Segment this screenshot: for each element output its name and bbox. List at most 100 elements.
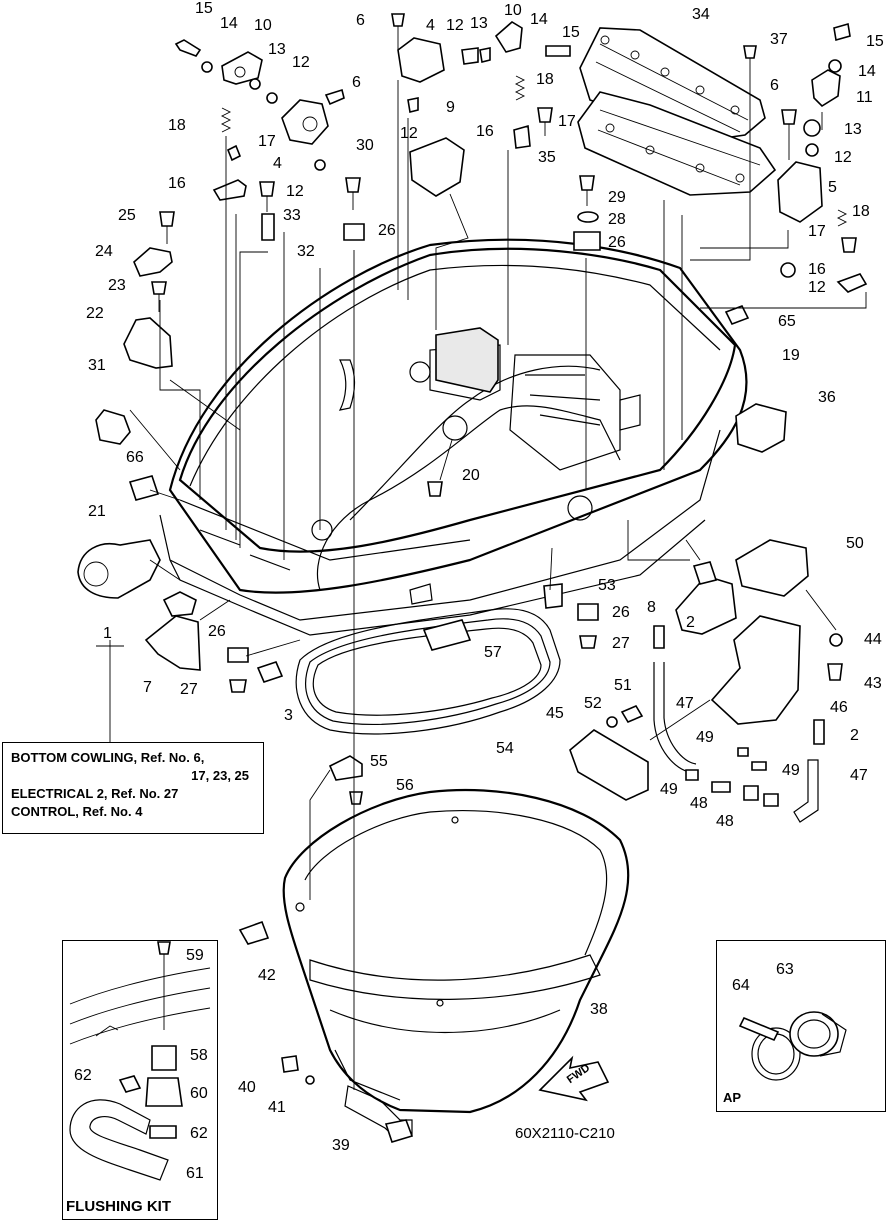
callout-30: 30 [356,137,374,154]
callout-6: 6 [352,74,361,91]
callout-37: 37 [770,31,788,48]
callout-13: 13 [844,121,862,138]
callout-19: 19 [782,347,800,364]
lower-cover-38 [282,788,630,1141]
ap-clamp-parts [738,1011,847,1081]
callout-22: 22 [86,305,104,322]
callout-49: 49 [696,729,714,746]
callout-62: 62 [190,1125,208,1142]
note-line-1: BOTTOM COWLING, Ref. No. 6, [11,750,205,765]
callout-4: 4 [426,17,435,34]
seal-54 [295,608,561,735]
callout-32: 32 [297,243,315,260]
note-line-3: ELECTRICAL 2, Ref. No. 27 [11,786,179,801]
callout-31: 31 [88,357,106,374]
callout-16: 16 [168,175,186,192]
callout-50: 50 [846,535,864,552]
callout-62: 62 [74,1067,92,1084]
callout-35: 35 [538,149,556,166]
callout-42: 42 [258,967,276,984]
callout-36: 36 [818,389,836,406]
callout-12: 12 [446,17,464,34]
callout-10: 10 [504,2,522,19]
callout-8: 8 [647,599,656,616]
callout-3: 3 [284,707,293,724]
callout-64: 64 [732,977,750,994]
callout-21: 21 [88,503,106,520]
leader-lines [96,80,867,1090]
callout-2: 2 [686,614,695,631]
callout-66: 66 [126,449,144,466]
callout-26: 26 [208,623,226,640]
callout-12: 12 [400,125,418,142]
callout-18: 18 [852,203,870,220]
callout-27: 27 [180,681,198,698]
callout-38: 38 [590,1001,608,1018]
callout-54: 54 [496,740,514,757]
callout-9: 9 [446,99,455,116]
callout-47: 47 [676,695,694,712]
callout-28: 28 [608,211,626,228]
callout-45: 45 [546,705,564,722]
callout-6: 6 [356,12,365,29]
flushing-kit-parts [69,941,211,1181]
callout-65: 65 [778,313,796,330]
callout-5: 5 [828,179,837,196]
callout-43: 43 [864,675,882,692]
callout-34: 34 [692,6,710,23]
callout-13: 13 [470,15,488,32]
callout-12: 12 [834,149,852,166]
callout-60: 60 [190,1085,208,1102]
callout-17: 17 [558,113,576,130]
callout-58: 58 [190,1047,208,1064]
ap-title: AP [723,1090,742,1105]
callout-15: 15 [866,33,884,50]
ap-box [716,940,886,1112]
bottom-cowling-assembly [159,238,748,636]
callout-41: 41 [268,1099,286,1116]
callout-26: 26 [612,604,630,621]
callout-labels: 15 14 10 13 12 6 18 17 4 16 12 33 32 25 … [74,0,884,1182]
callout-18: 18 [536,71,554,88]
callout-14: 14 [220,15,238,32]
cover-plate-34 [577,27,777,196]
callout-6: 6 [770,77,779,94]
callout-29: 29 [608,189,626,206]
callout-26: 26 [378,222,396,239]
callout-48: 48 [716,813,734,830]
callout-14: 14 [530,11,548,28]
note-line-4: CONTROL, Ref. No. 4 [11,804,143,819]
flushing-kit-title: FLUSHING KIT [66,1198,171,1215]
callout-47: 47 [850,767,868,784]
callout-57: 57 [484,644,502,661]
callout-23: 23 [108,277,126,294]
callout-59: 59 [186,947,204,964]
callout-56: 56 [396,777,414,794]
callout-24: 24 [95,243,113,260]
callout-1: 1 [103,625,112,642]
diagram-code: 60X2110-C210 [515,1125,615,1142]
callout-17: 17 [258,133,276,150]
callout-16: 16 [808,261,826,278]
callout-15: 15 [195,0,213,17]
callout-17: 17 [808,223,826,240]
callout-55: 55 [370,753,388,770]
callout-12: 12 [292,54,310,71]
flushing-kit-box [62,940,218,1220]
callout-40: 40 [238,1079,256,1096]
callout-49: 49 [660,781,678,798]
callout-12: 12 [808,279,826,296]
forward-arrow-icon [538,1055,610,1102]
callout-25: 25 [118,207,136,224]
callout-61: 61 [186,1165,204,1182]
small-parts [77,13,868,1143]
callout-20: 20 [462,467,480,484]
callout-52: 52 [584,695,602,712]
callout-12: 12 [286,183,304,200]
callout-26: 26 [608,234,626,251]
callout-53: 53 [598,577,616,594]
reference-note-box: BOTTOM COWLING, Ref. No. 6, 17, 23, 25 E… [2,742,264,834]
callout-51: 51 [614,677,632,694]
